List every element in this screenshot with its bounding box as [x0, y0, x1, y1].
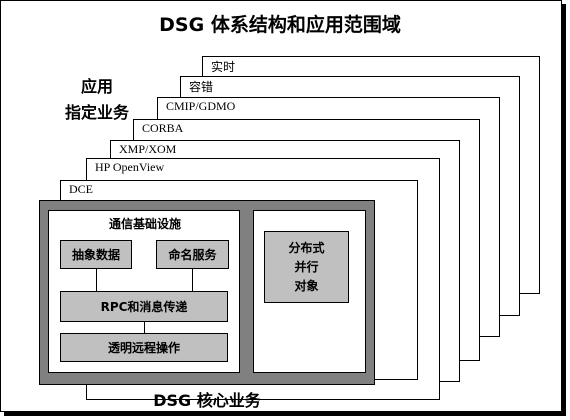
- layer-corba-label: CORBA: [142, 121, 184, 135]
- application-label-line-2: 指定业务: [64, 103, 129, 122]
- communication-infrastructure-title: 通信基础设施: [108, 217, 181, 231]
- connector-naming-service: [192, 268, 193, 292]
- diagram-title: DSG 体系结构和应用范围域: [159, 14, 401, 36]
- distributed-parallel-object-box: 分布式 并行 对象: [264, 231, 349, 303]
- layer-hp-openview-label: HP OpenView: [95, 160, 165, 174]
- distributed-line-3: 对象: [294, 278, 319, 293]
- distributed-line-1: 分布式: [288, 240, 325, 255]
- layer-xmp-xom-label: XMP/XOM: [119, 142, 177, 156]
- layer-cmip-gdmo-label: CMIP/GDMO: [166, 99, 236, 113]
- layer-realtime-label: 实时: [211, 60, 236, 74]
- abstract-data-box: 抽象数据: [60, 240, 132, 269]
- application-label: 应用 指定业务: [52, 74, 142, 126]
- distributed-line-2: 并行: [294, 259, 319, 274]
- naming-service-box: 命名服务: [156, 240, 229, 269]
- layer-fault-tolerance-label: 容错: [189, 80, 214, 94]
- connector-rpc-transparent: [144, 321, 145, 334]
- transparent-remote-ops-box: 透明远程操作: [60, 333, 228, 362]
- layer-dce-label: DCE: [69, 182, 93, 196]
- dsg-core-label: DSG 核心业务: [153, 391, 261, 410]
- rpc-messaging-box: RPC和消息传递: [60, 291, 228, 322]
- connector-abstract-data: [96, 268, 97, 292]
- application-label-line-1: 应用: [80, 77, 113, 96]
